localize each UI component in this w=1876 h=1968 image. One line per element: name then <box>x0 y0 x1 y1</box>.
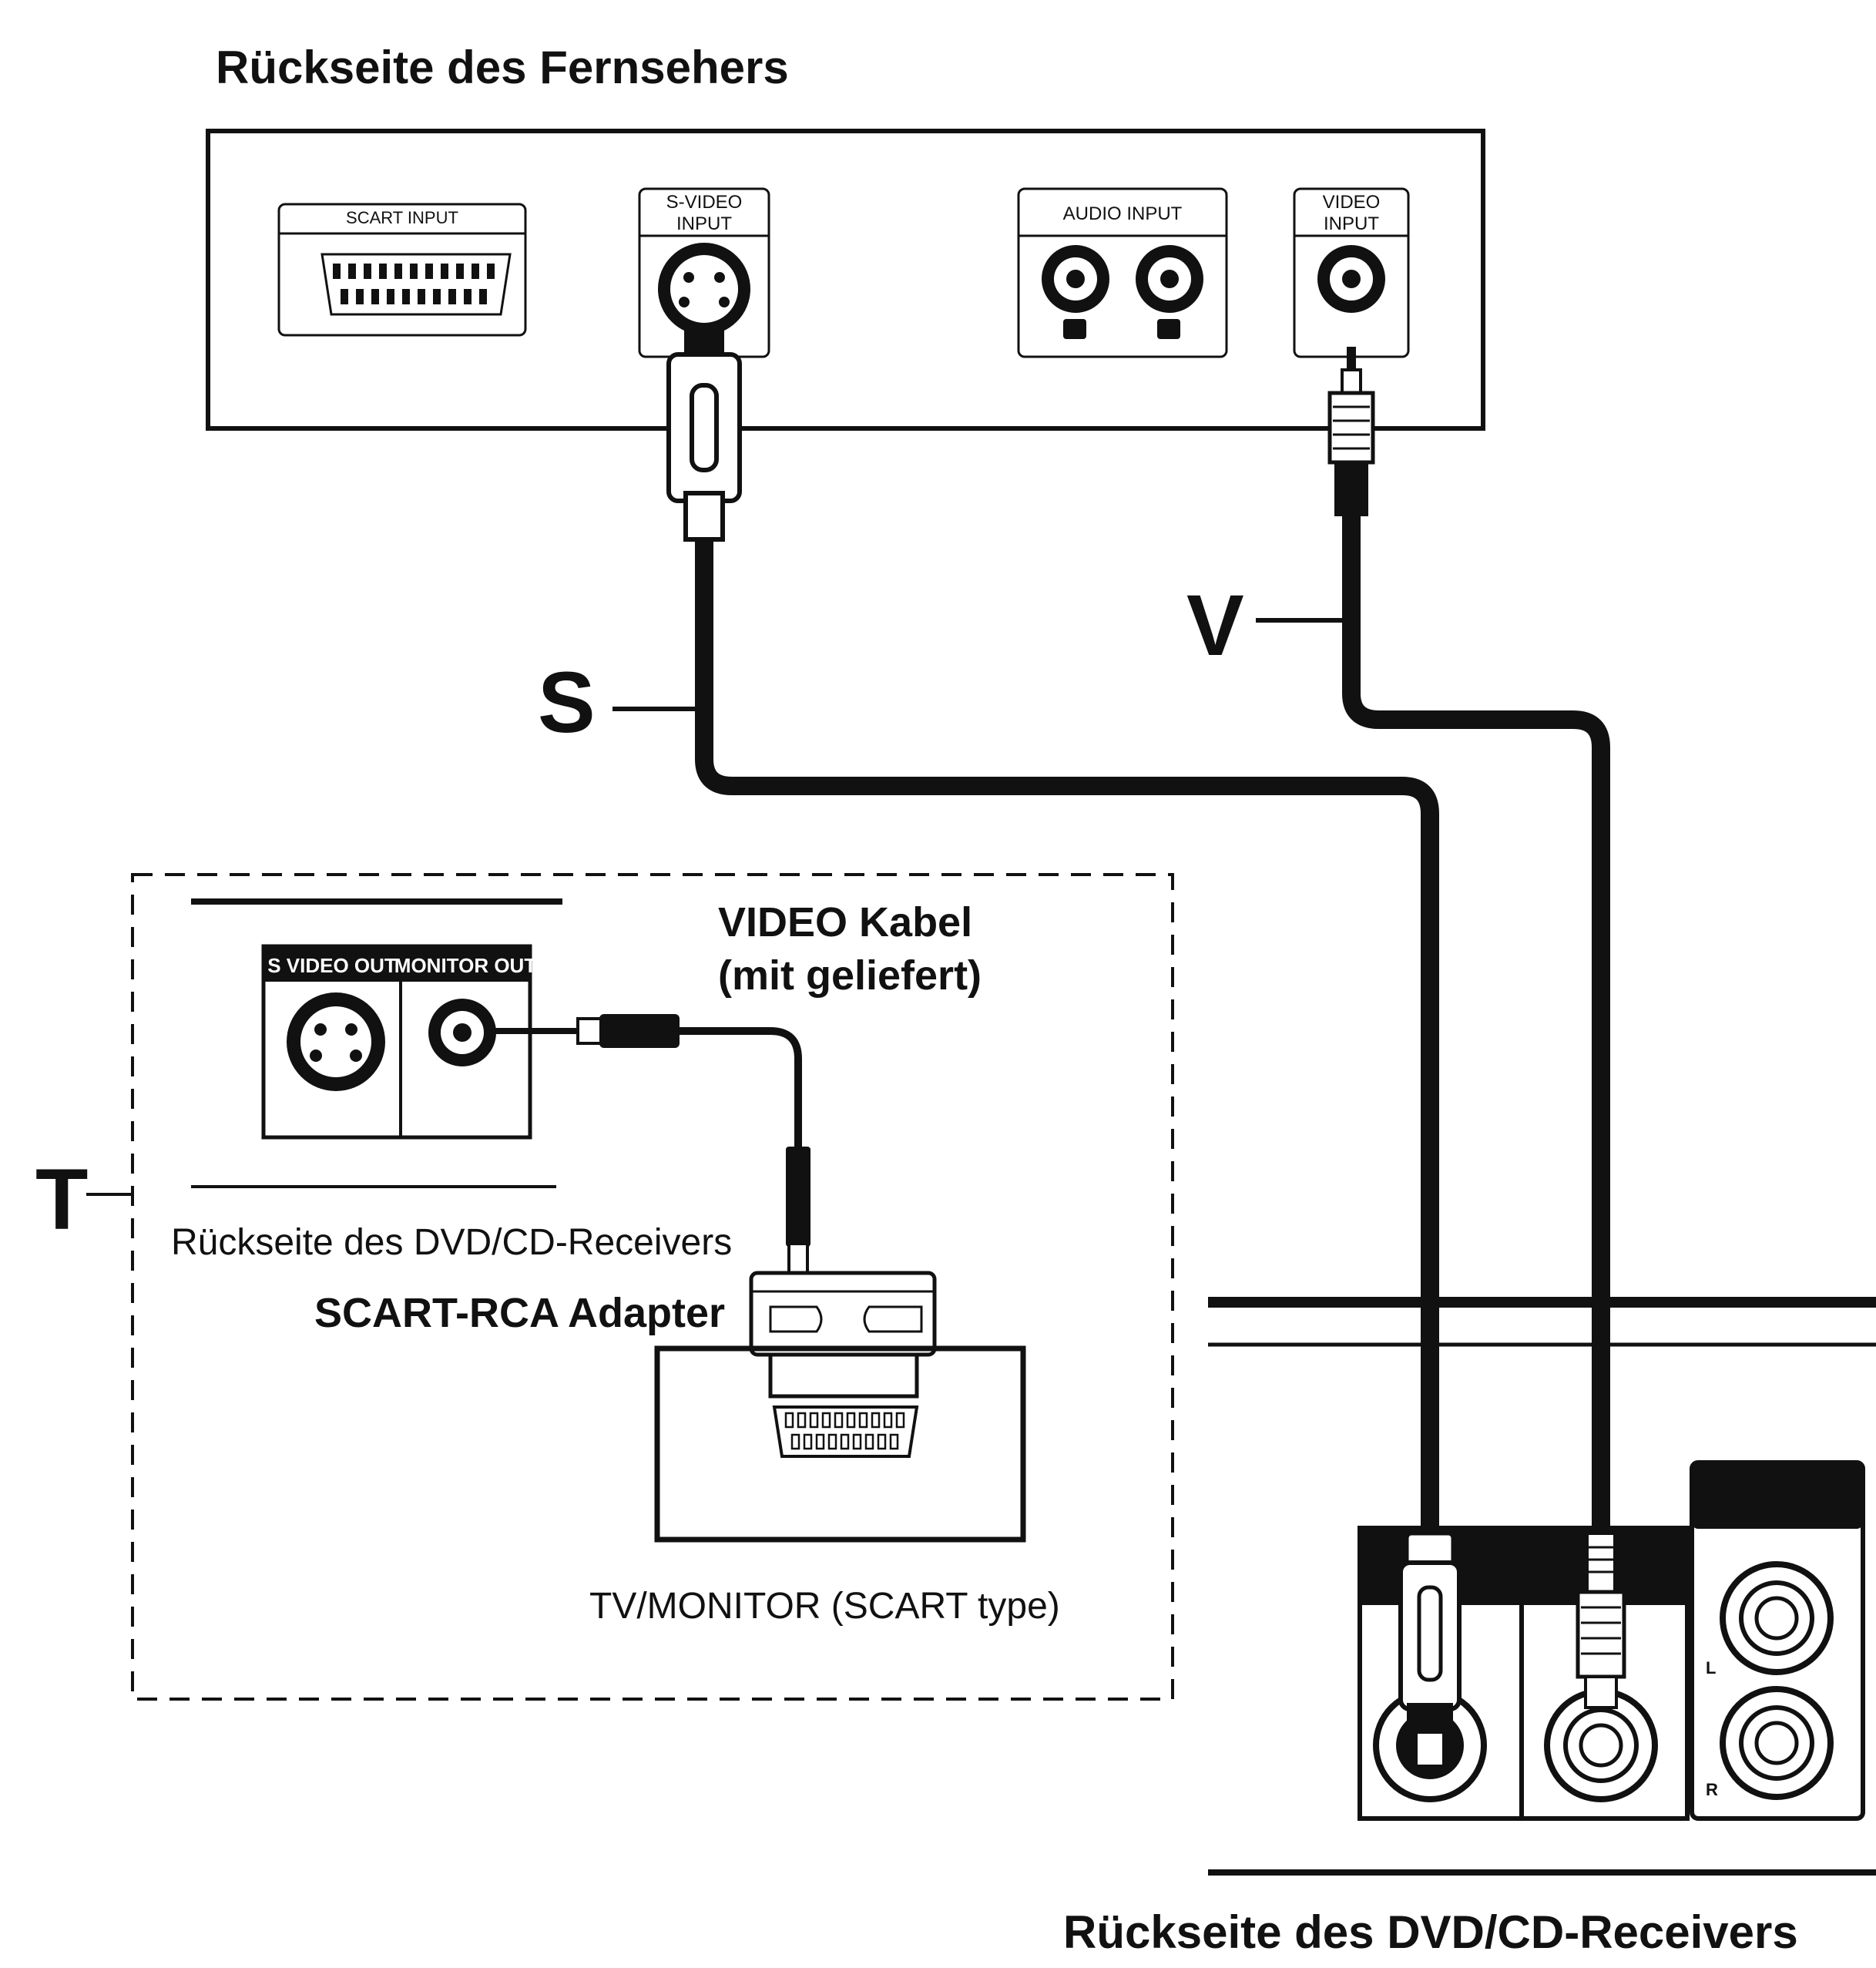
receiver-back-title: Rückseite des DVD/CD-Receivers <box>1063 1906 1798 1958</box>
adapter-label: SCART-RCA Adapter <box>314 1290 725 1336</box>
svideo-input-label-2: INPUT <box>676 213 732 234</box>
monitor-out-label: MONITOR OUT <box>394 954 537 977</box>
video-cable-label-2: (mit geliefert) <box>718 952 982 999</box>
svideo-out-label: S VIDEO OUT <box>267 954 397 977</box>
inset-receiver-caption: Rückseite des DVD/CD-Receivers <box>171 1222 732 1263</box>
scart-input-label: SCART INPUT <box>346 208 458 227</box>
video-input-label-2: INPUT <box>1324 213 1379 234</box>
receiver-back-panel: L R <box>1208 1297 1876 1876</box>
scart-rca-adapter <box>749 1271 937 1399</box>
video-cable-label-1: VIDEO Kabel <box>718 899 972 945</box>
aux-r-label: R <box>1706 1780 1718 1799</box>
v-letter: V <box>1186 577 1244 673</box>
tv-monitor-scart <box>654 1345 1026 1543</box>
tv-back-title: Rückseite des Fernsehers <box>216 42 789 93</box>
tv-audio-input: AUDIO INPUT <box>1017 187 1228 358</box>
s-label: S <box>538 654 700 751</box>
svideo-input-label-1: S-VIDEO <box>666 192 743 213</box>
audio-input-label: AUDIO INPUT <box>1063 203 1183 224</box>
t-letter: T <box>35 1151 88 1248</box>
tv-back-panel: SCART INPUT S-VIDEO INPUT AUDIO INPUT <box>206 129 1485 431</box>
inset-video-cable <box>493 1014 810 1276</box>
tv-video-input: VIDEO INPUT <box>1293 187 1410 358</box>
video-cable <box>1327 347 1610 1541</box>
inset-receiver-jacks: S VIDEO OUT MONITOR OUT <box>261 944 537 1140</box>
t-label: T <box>35 1151 131 1248</box>
s-letter: S <box>538 654 596 751</box>
video-input-label-1: VIDEO <box>1323 192 1381 213</box>
aux-l-label: L <box>1706 1658 1716 1678</box>
tv-monitor-caption: TV/MONITOR (SCART type) <box>589 1586 1060 1627</box>
scart-inset: S VIDEO OUT MONITOR OUT <box>131 873 1174 1701</box>
svideo-cable <box>666 327 1439 1526</box>
v-label: V <box>1186 577 1348 673</box>
tv-scart-input: SCART INPUT <box>277 203 527 337</box>
